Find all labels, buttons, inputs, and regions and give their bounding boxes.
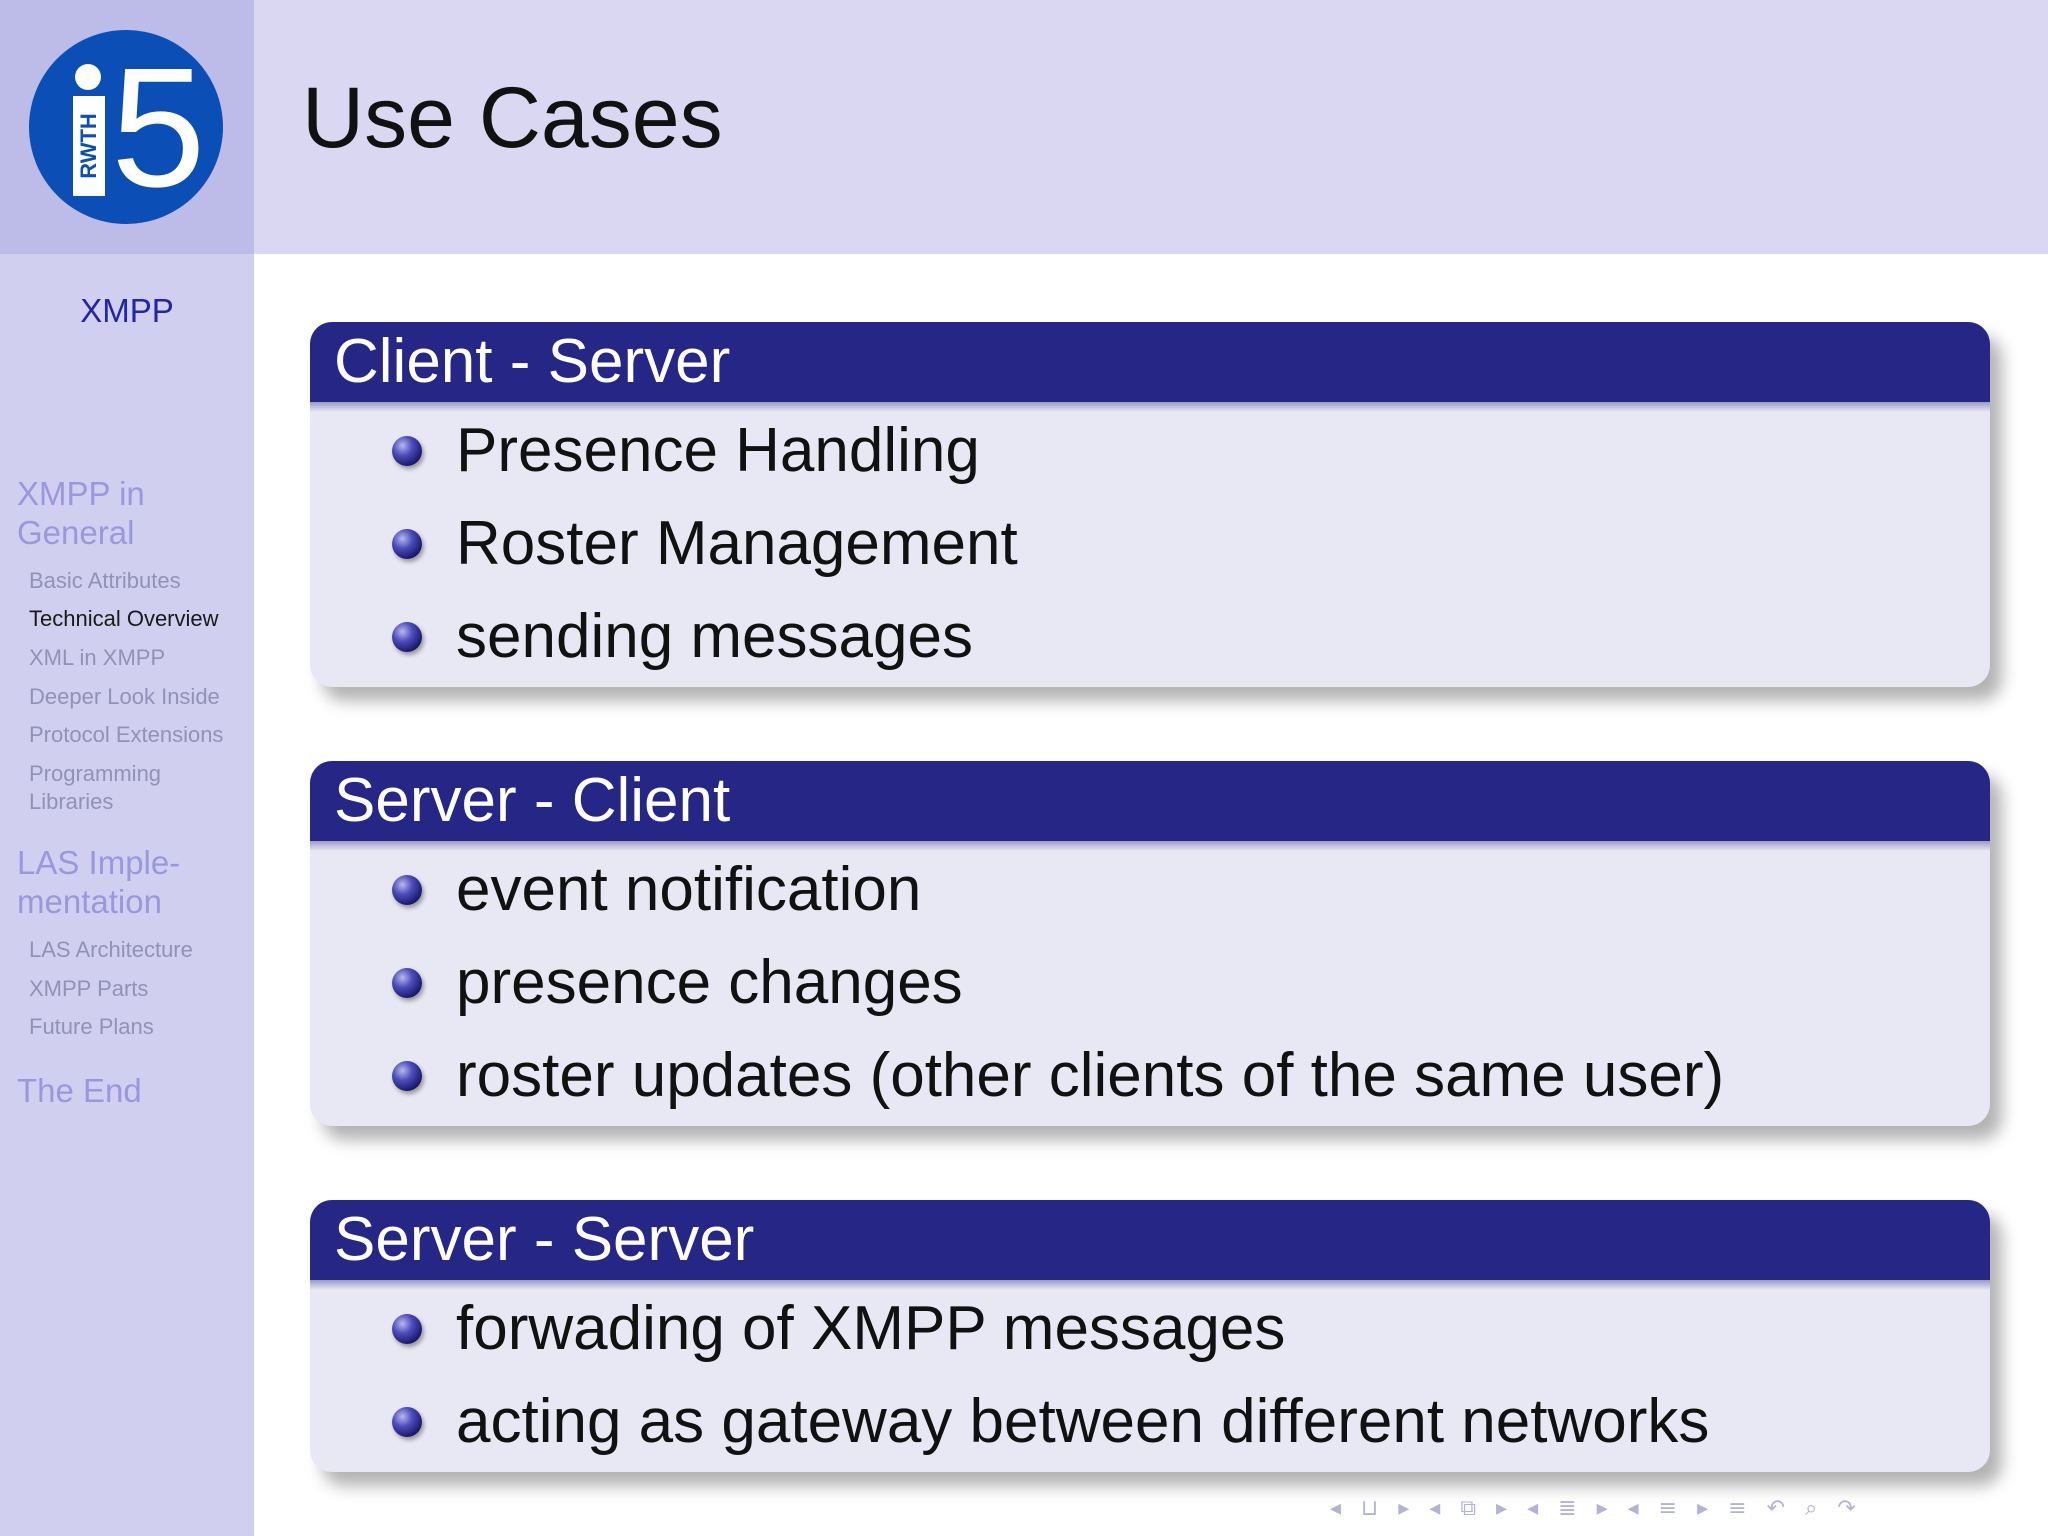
block-title: Server - Client [310, 761, 1990, 851]
bullet-icon [392, 528, 422, 559]
toc-subsection-future-plans[interactable]: Future Plans [29, 1014, 154, 1039]
bullet-icon [392, 874, 422, 905]
toc-subsection-label-line: Programming [29, 761, 162, 786]
toc-section-title-line: XMPP in [17, 475, 145, 512]
bullet-icon [392, 621, 422, 652]
block-body: event notification presence changes rost… [310, 841, 1990, 1126]
nav-subsection-icon[interactable]: ≣ [1558, 1495, 1577, 1521]
bullet-icon [392, 1406, 422, 1437]
toc-subsection-basic-attributes[interactable]: Basic Attributes [29, 568, 181, 593]
nav-next-section-icon[interactable]: ▸ [1697, 1495, 1709, 1521]
block-client-server: Client - Server Presence Handling Roster… [310, 322, 1990, 687]
toc-subsection-technical-overview[interactable]: Technical Overview [29, 606, 219, 631]
navigation-bar: ◂ ⊔ ▸ ◂ ⧉ ▸ ◂ ≣ ▸ ◂ ≡ ▸ ≡ ↶ ⌕ ↷ [1330, 1494, 2040, 1522]
list-item: presence changes [310, 936, 1990, 1029]
logo-area: RWTH 5 [0, 0, 254, 254]
bullet-icon [392, 967, 422, 998]
list-item-text: Presence Handling [456, 416, 980, 485]
bullet-icon [392, 1313, 422, 1344]
toc-section-title-line: General [17, 514, 135, 551]
nav-back-icon[interactable]: ↶ [1766, 1495, 1786, 1521]
list-item: forwading of XMPP messages [310, 1282, 1990, 1375]
nav-next-subsection-icon[interactable]: ▸ [1596, 1495, 1608, 1521]
nav-section-icon[interactable]: ≡ [1658, 1495, 1678, 1521]
block-server-server: Server - Server forwading of XMPP messag… [310, 1200, 1990, 1472]
nav-search-icon[interactable]: ⌕ [1805, 1495, 1818, 1521]
list-item-text: Roster Management [456, 509, 1018, 578]
logo-i-dot [75, 64, 101, 90]
nav-slide-icon[interactable]: ⊔ [1361, 1495, 1379, 1521]
block-body: Presence Handling Roster Management send… [310, 402, 1990, 687]
bullet-icon [392, 435, 422, 466]
logo-rwth-text: RWTH [76, 113, 101, 179]
toc-section-title-line: The End [17, 1072, 142, 1109]
nav-prev-section-icon[interactable]: ◂ [1627, 1495, 1639, 1521]
block-title: Client - Server [310, 322, 1990, 412]
list-item-text: sending messages [456, 602, 973, 671]
list-item-text: event notification [456, 855, 922, 924]
list-item-text: presence changes [456, 948, 963, 1017]
nav-next-slide-icon[interactable]: ▸ [1398, 1495, 1410, 1521]
toc-subsection-xmpp-parts[interactable]: XMPP Parts [29, 976, 149, 1001]
toc-subsection-programming-libraries[interactable]: Programming Libraries [29, 760, 249, 816]
frame-header: Use Cases [254, 0, 2048, 254]
frame-title: Use Cases [302, 70, 723, 166]
list-item: sending messages [310, 590, 1990, 683]
toc-subsection-xml-in-xmpp[interactable]: XML in XMPP [29, 645, 166, 670]
toc-section-title-line: LAS Imple- [17, 844, 181, 881]
logo-number: 5 [111, 33, 206, 223]
toc-section-las-implementation[interactable]: LAS Imple- mentation [17, 843, 247, 921]
block-server-client: Server - Client event notification prese… [310, 761, 1990, 1126]
list-item-text: forwading of XMPP messages [456, 1294, 1286, 1363]
list-item-text: acting as gateway between different netw… [456, 1387, 1710, 1456]
bullet-icon [392, 1060, 422, 1091]
toc-section-the-end[interactable]: The End [17, 1071, 247, 1110]
list-item: Roster Management [310, 497, 1990, 590]
nav-frame-icon[interactable]: ⧉ [1460, 1495, 1477, 1521]
toc-section-xmpp-in-general[interactable]: XMPP in General [17, 474, 247, 552]
list-item: acting as gateway between different netw… [310, 1375, 1990, 1468]
nav-document-icon[interactable]: ≡ [1728, 1495, 1747, 1521]
sidebar: RWTH 5 XMPP XMPP in General Basic Attrib… [0, 0, 254, 1536]
list-item: Presence Handling [310, 404, 1990, 497]
toc-section-title-line: mentation [17, 883, 162, 920]
block-title: Server - Server [310, 1200, 1990, 1290]
nav-next-frame-icon[interactable]: ▸ [1496, 1495, 1508, 1521]
toc-subsection-las-architecture[interactable]: LAS Architecture [29, 937, 193, 962]
toc-subsection-deeper-look-inside[interactable]: Deeper Look Inside [29, 684, 220, 709]
toc-subsection-label-line: Libraries [29, 789, 114, 814]
logo-i-stem [73, 96, 105, 196]
nav-forward-icon[interactable]: ↷ [1837, 1495, 1856, 1521]
list-item-text: roster updates (other clients of the sam… [456, 1041, 1725, 1110]
presentation-short-title[interactable]: XMPP [80, 292, 174, 329]
nav-prev-subsection-icon[interactable]: ◂ [1527, 1495, 1539, 1521]
toc-subsection-protocol-extensions[interactable]: Protocol Extensions [29, 722, 224, 747]
nav-prev-slide-icon[interactable]: ◂ [1330, 1495, 1342, 1521]
list-item: roster updates (other clients of the sam… [310, 1029, 1990, 1122]
nav-prev-frame-icon[interactable]: ◂ [1429, 1495, 1441, 1521]
block-body: forwading of XMPP messages acting as gat… [310, 1280, 1990, 1472]
list-item: event notification [310, 843, 1990, 936]
rwth-i5-logo: RWTH 5 [29, 30, 223, 224]
